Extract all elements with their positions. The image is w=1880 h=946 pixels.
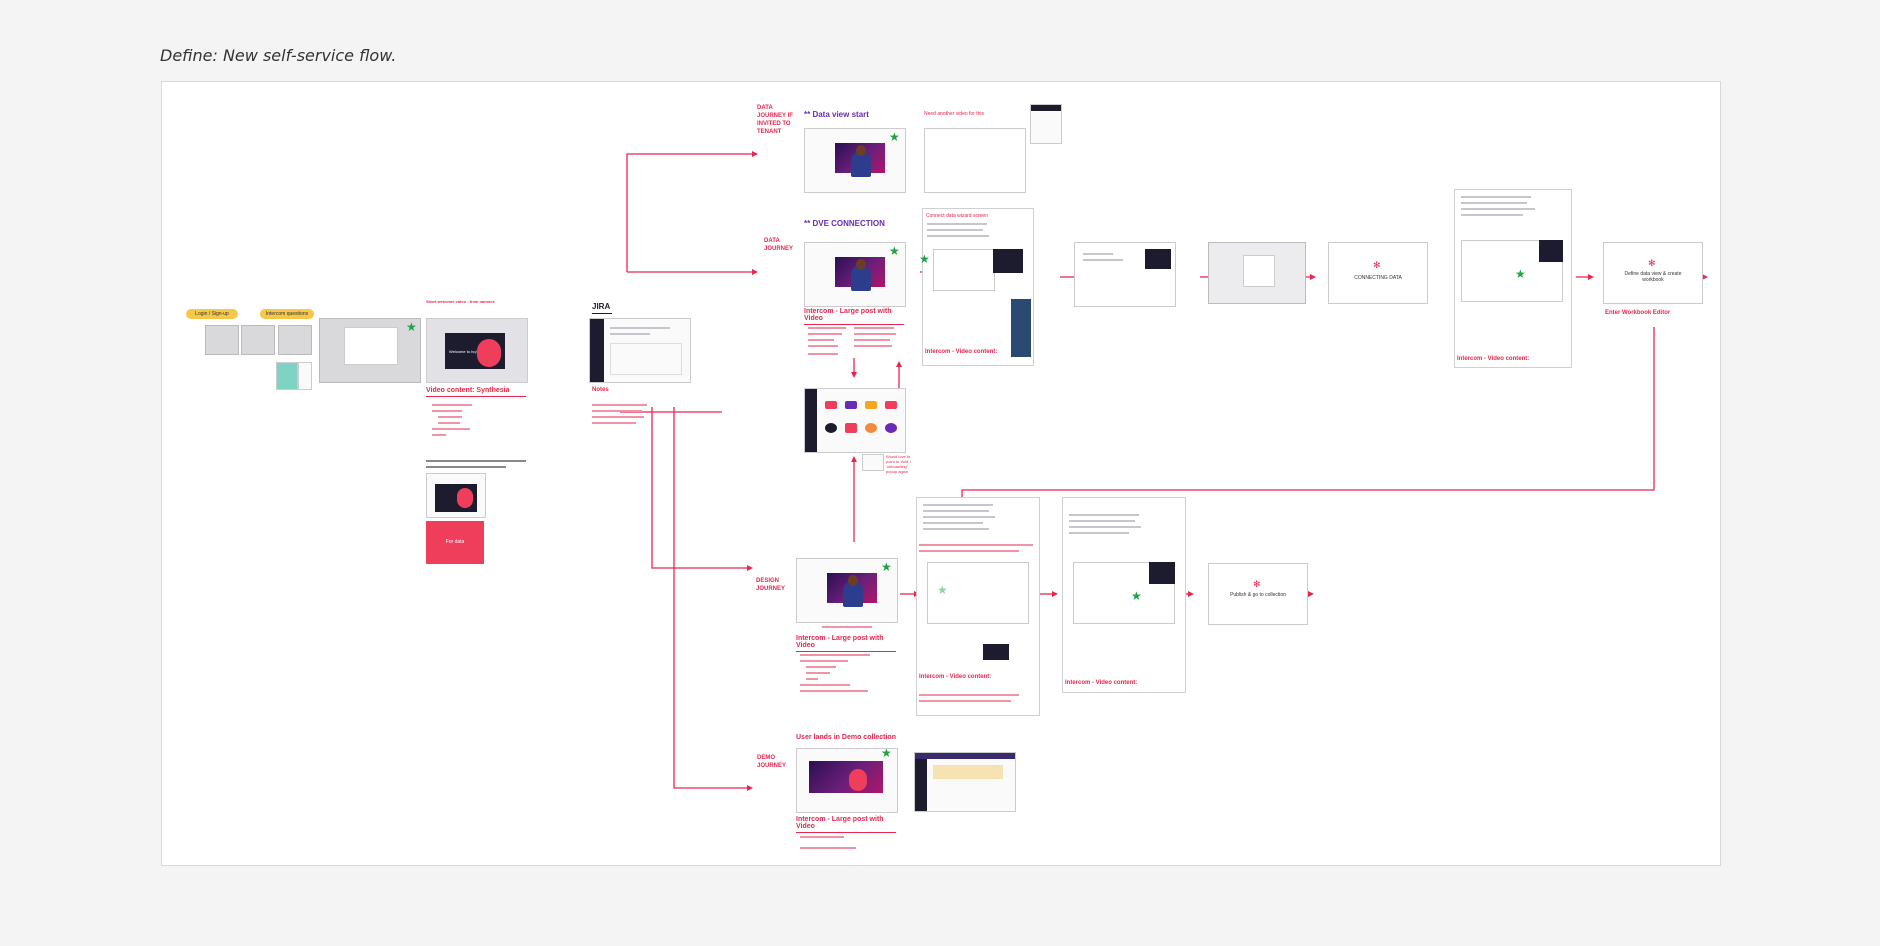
- wizard-side-thumb: [1030, 104, 1062, 144]
- star-icon: ★: [889, 245, 900, 257]
- signup-screen-thumb: [241, 325, 275, 355]
- demo-intercom-heading: Intercom - Large post with Video: [796, 816, 896, 833]
- design-model-intercom-heading: Intercom - Video content:: [1065, 680, 1137, 686]
- arrowhead: [851, 372, 857, 378]
- synthesia-heading: Video content: Synthesia: [426, 387, 526, 397]
- diagram-board: Login / Sign-up Intercom questions ★ Wel…: [161, 81, 1721, 866]
- define-data-view-step: ✻ Define data view & create workbook: [1603, 242, 1703, 304]
- jira-notes-label: Notes: [592, 387, 609, 393]
- need-video-note: Need another video for this: [924, 110, 984, 118]
- intercom-questions-pill: Intercom questions: [260, 309, 314, 319]
- welcome-modal-thumb: ★: [319, 318, 421, 383]
- enter-workbook-label: Enter Workbook Editor: [1605, 310, 1670, 316]
- jira-board-thumb: [589, 318, 691, 383]
- data-view-step1: [1074, 242, 1176, 307]
- star-icon: ★: [1515, 268, 1526, 280]
- arrowhead: [1588, 274, 1594, 280]
- logo-icon: ✻: [1253, 580, 1261, 589]
- star-icon: ★: [889, 131, 900, 143]
- arrowhead: [1310, 274, 1316, 280]
- connect-data-frame: Connect data wizard screen ★ Intercom - …: [922, 208, 1034, 366]
- arrowhead: [1308, 591, 1314, 597]
- star-icon: ★: [881, 748, 892, 759]
- dashboard-gallery-thumb: [804, 388, 906, 453]
- star-icon: ★: [937, 584, 948, 596]
- design-video-thumb: ★: [796, 558, 898, 623]
- page-title: Define: New self-service flow.: [160, 46, 396, 65]
- star-icon: ★: [919, 253, 930, 265]
- arrowhead: [747, 565, 753, 571]
- synthesia-card-title: Welcome to hq!: [449, 349, 479, 354]
- star-icon: ★: [881, 561, 892, 573]
- jira-title: JIRA: [592, 302, 612, 314]
- connect-data-note: Connect data wizard screen: [926, 212, 988, 220]
- demo-collection-heading: User lands in Demo collection: [796, 734, 896, 741]
- journey-label-demo: DEMO JOURNEY: [757, 754, 787, 770]
- login-signup-pill: Login / Sign-up: [186, 309, 238, 319]
- signup-screen-thumb: [278, 325, 312, 355]
- signup-screen-thumb: [205, 325, 239, 355]
- connecting-data-step: ✻ CONNECTING DATA: [1328, 242, 1428, 304]
- data-view-step2: [1208, 242, 1306, 304]
- connector-to-invited: [627, 154, 752, 272]
- design-intercom-heading: Intercom - Large post with Video: [796, 635, 896, 652]
- arrowhead: [1052, 591, 1058, 597]
- connector-to-demo: [674, 407, 747, 788]
- demo-collection-thumb: [914, 752, 1016, 812]
- dve-connection-heading: ** DVE CONNECTION: [804, 219, 885, 228]
- arrowhead: [752, 269, 758, 275]
- question-screen-thumb: [298, 362, 312, 390]
- star-icon: ★: [406, 321, 417, 333]
- star-icon: ★: [1131, 590, 1142, 602]
- journey-label-invited: DATA JOURNEY IF INVITED TO TENANT: [757, 104, 797, 136]
- arrowhead: [851, 456, 857, 462]
- journey-label-design: DESIGN JOURNEY: [756, 577, 788, 593]
- model-definition-frame: ★ Intercom - Video content:: [1454, 189, 1572, 368]
- dve-intercom-heading: Intercom - Large post with Video: [804, 308, 904, 325]
- dve-video-thumb: ★: [804, 242, 906, 307]
- data-view-start-heading: ** Data view start: [804, 110, 869, 119]
- logo-icon: ✻: [1648, 259, 1656, 268]
- synthesia-video-thumb: Welcome to hq!: [426, 318, 528, 383]
- wizard-start-thumb: [924, 128, 1026, 193]
- wizard-intercom-heading: Intercom - Video content:: [925, 349, 997, 355]
- popup-thumb: [862, 454, 884, 471]
- design-step-intercom-heading: Intercom - Video content:: [919, 674, 991, 680]
- build-here-note: Would love to point to 'Add' / 'onboardi…: [886, 454, 912, 474]
- synthesia-pink-card: For data: [426, 521, 484, 564]
- design-step-frame: ★ Intercom - Video content:: [916, 497, 1040, 716]
- connector-to-design: [652, 407, 747, 568]
- arrowhead: [752, 151, 758, 157]
- arrowhead: [747, 785, 753, 791]
- data-view-video-thumb: ★: [804, 128, 906, 193]
- journey-label-data: DATA JOURNEY: [764, 237, 794, 253]
- design-model-frame: ★ Intercom - Video content:: [1062, 497, 1186, 693]
- model-intercom-heading: Intercom - Video content:: [1457, 356, 1529, 362]
- synthesia-card-thumb: [426, 473, 486, 518]
- publish-step: ✻ Publish & go to collection: [1208, 563, 1308, 625]
- arrowhead: [896, 361, 902, 367]
- question-screen-thumb: [276, 362, 298, 390]
- demo-video-thumb: ★: [796, 748, 898, 813]
- logo-icon: ✻: [1373, 261, 1381, 270]
- arrowhead: [1188, 591, 1194, 597]
- synthesia-note: Short welcome video - from nannies: [426, 298, 495, 306]
